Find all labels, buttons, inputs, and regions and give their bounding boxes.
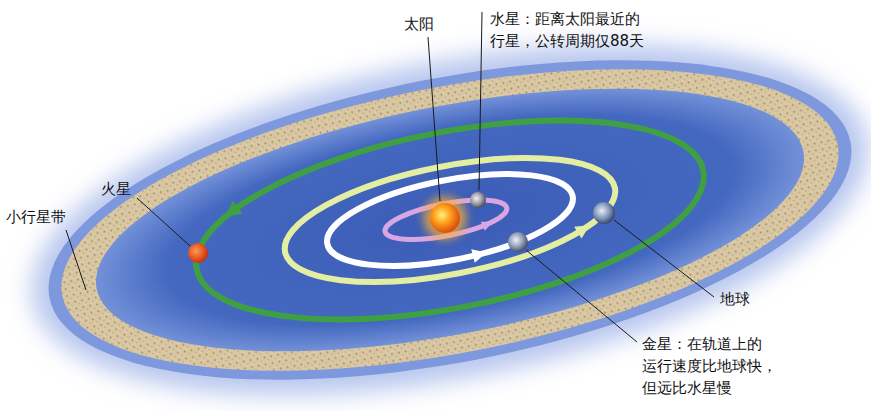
outer-band: [22, 3, 871, 411]
earth-label: 地球: [720, 288, 750, 310]
venus-note: 金星：在轨道上的 运行速度比地球快， 但远比水星慢: [642, 333, 818, 399]
mars-label: 火星: [101, 178, 131, 200]
leader-lines: [66, 12, 714, 342]
leader-line: [614, 220, 714, 297]
leader-line: [428, 37, 440, 201]
leader-line: [137, 198, 190, 246]
mercury: [470, 192, 486, 208]
asteroid-belt-label: 小行星带: [6, 206, 66, 228]
leader-line: [66, 230, 86, 290]
leader-line: [526, 250, 637, 342]
venus-orbit-arrow: [471, 246, 488, 262]
orbital-plane: [3, 0, 871, 411]
mercury-orbit: [382, 192, 510, 247]
outer-glow: [3, 0, 871, 411]
earth: [593, 202, 615, 224]
venus-orbit: [320, 157, 581, 283]
sun: [430, 203, 460, 233]
earth-orbit-arrow: [574, 224, 592, 240]
sun-label: 太阳: [404, 13, 434, 35]
earth-orbit: [275, 135, 625, 305]
leader-line: [479, 12, 482, 190]
inner-disk: [75, 39, 825, 400]
mercury-note: 水星：距离太阳最近的 行星，公转周期仅88天: [490, 8, 666, 52]
mars: [188, 243, 208, 263]
sun-glow: [423, 196, 467, 240]
asteroid-belt: [37, 14, 863, 411]
mercury-orbit-arrow: [481, 219, 495, 231]
venus: [508, 232, 528, 252]
mars-orbit: [180, 84, 720, 355]
mars-orbit-arrow: [222, 199, 242, 217]
